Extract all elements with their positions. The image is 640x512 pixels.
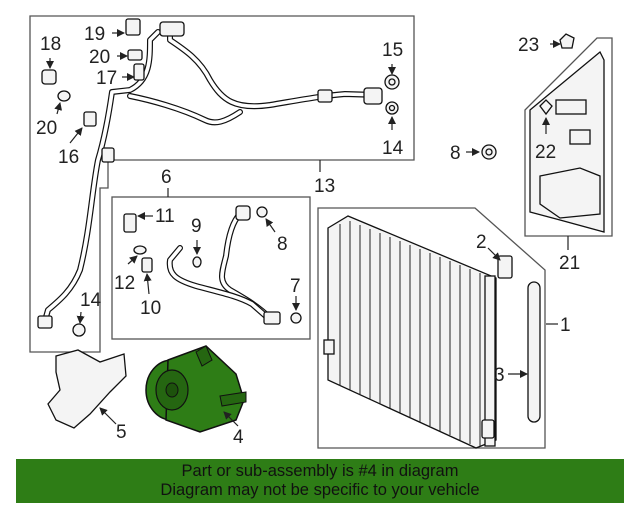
callout-20-top: 20 — [89, 47, 110, 68]
callout-18: 18 — [40, 34, 61, 55]
callout-15: 15 — [382, 40, 403, 61]
line-group-outline — [111, 196, 311, 340]
callout-4: 4 — [233, 427, 244, 448]
small-fittings — [41, 18, 497, 337]
callout-17: 17 — [96, 68, 117, 89]
callout-10: 10 — [140, 298, 161, 319]
info-banner: Part or sub-assembly is #4 in diagram Di… — [16, 459, 624, 503]
callout-5: 5 — [116, 422, 127, 443]
callout-1: 1 — [560, 315, 571, 336]
clip-23 — [559, 33, 575, 49]
banner-line-part: Part or sub-assembly is #4 in diagram — [181, 462, 459, 480]
banner-line-disclaimer: Diagram may not be specific to your vehi… — [160, 481, 480, 499]
callout-12: 12 — [114, 273, 135, 294]
hose-group-outline — [29, 15, 415, 353]
callout-labels: 1 2 3 4 5 6 7 8 8 9 10 11 12 13 14 14 15… — [36, 24, 580, 448]
callout-14-left: 14 — [80, 290, 102, 311]
callout-21: 21 — [559, 253, 580, 274]
condenser — [323, 215, 513, 449]
callout-8-group6: 8 — [277, 234, 288, 255]
callout-11: 11 — [155, 206, 175, 227]
callout-3: 3 — [494, 365, 505, 386]
callout-22: 22 — [535, 142, 556, 163]
callout-9: 9 — [191, 216, 202, 237]
ac-compressor — [145, 345, 247, 433]
receiver-drier — [527, 281, 541, 423]
mounting-bracket — [47, 349, 127, 429]
condenser-group-outline — [317, 207, 546, 449]
leader-lines — [46, 29, 569, 427]
deflector-shield — [529, 50, 605, 233]
callout-8-standalone: 8 — [450, 143, 461, 164]
shield-group-outline — [524, 37, 613, 237]
liquid-line-assembly — [123, 205, 302, 325]
callout-23: 23 — [518, 35, 539, 56]
callout-13: 13 — [314, 176, 335, 197]
callout-19: 19 — [84, 24, 105, 45]
callout-16: 16 — [58, 147, 79, 168]
callout-6: 6 — [161, 167, 172, 188]
callout-2: 2 — [476, 232, 487, 253]
callout-14-right: 14 — [382, 138, 404, 159]
callout-7: 7 — [290, 276, 301, 297]
callout-20-left: 20 — [36, 118, 57, 139]
